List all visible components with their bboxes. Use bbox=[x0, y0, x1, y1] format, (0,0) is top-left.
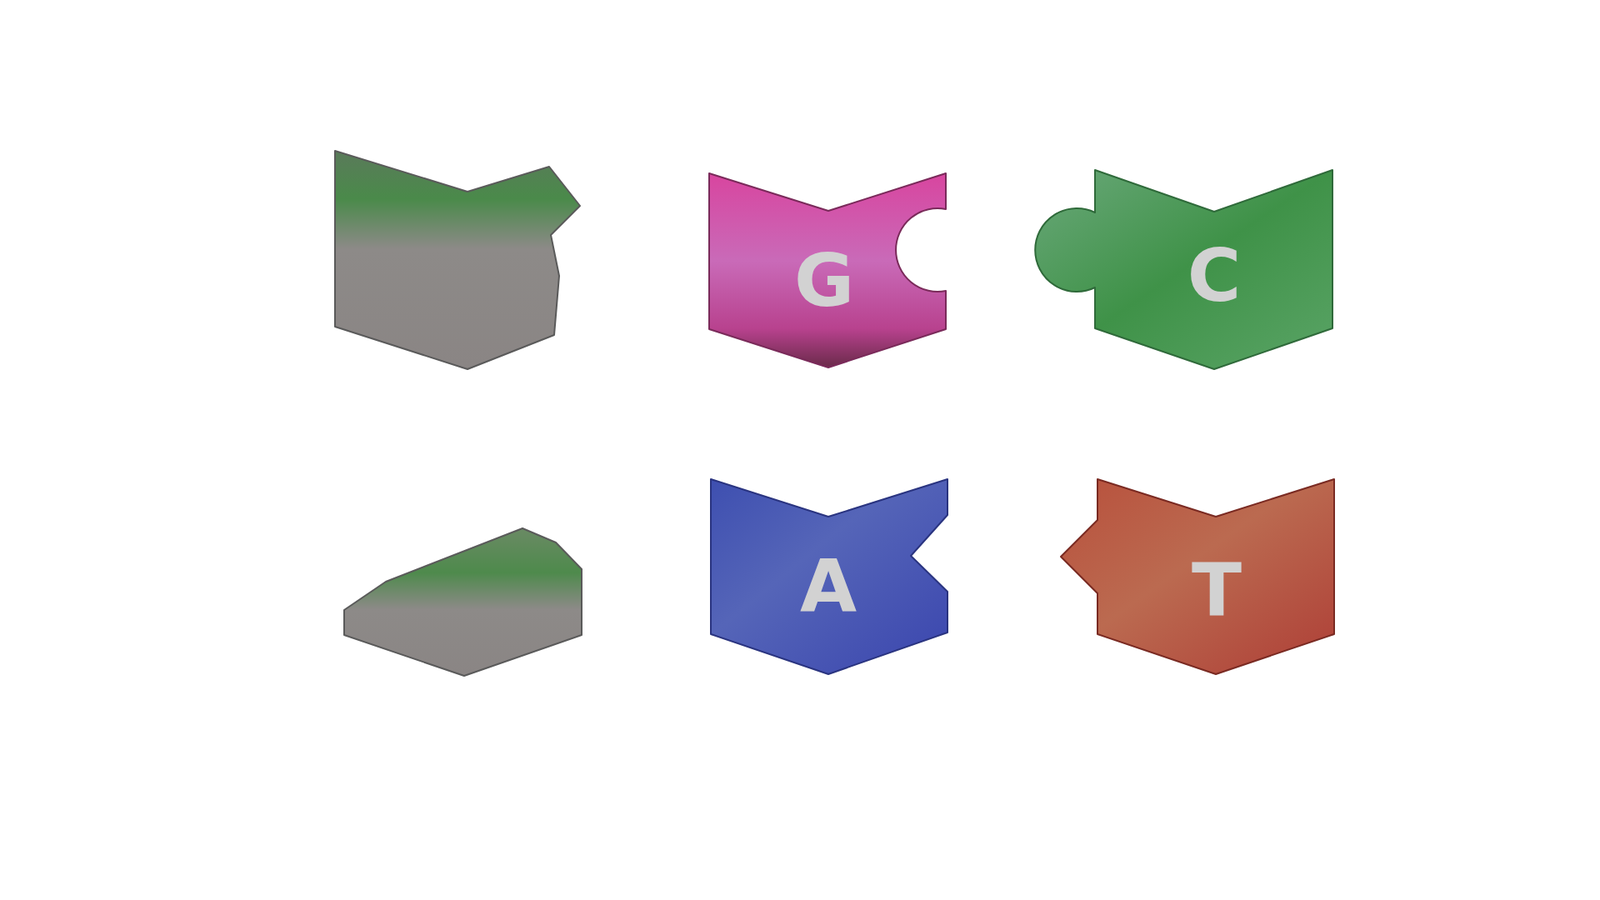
nucleotide-piece: G bbox=[709, 173, 947, 369]
base-letter: C bbox=[1187, 239, 1242, 313]
nucleotide-piece: T bbox=[1060, 479, 1336, 675]
nucleotide-piece: A bbox=[710, 479, 949, 675]
gray-piece bbox=[335, 150, 580, 370]
base-letter: G bbox=[794, 244, 855, 318]
piece-shape bbox=[709, 173, 946, 368]
gray-piece bbox=[344, 528, 582, 676]
piece-shape bbox=[1035, 170, 1333, 370]
piece-shape bbox=[1060, 479, 1335, 675]
base-letter: A bbox=[800, 550, 857, 624]
nucleotide-piece: C bbox=[1055, 170, 1333, 370]
base-letter: T bbox=[1191, 553, 1242, 627]
piece-shape bbox=[710, 479, 948, 675]
